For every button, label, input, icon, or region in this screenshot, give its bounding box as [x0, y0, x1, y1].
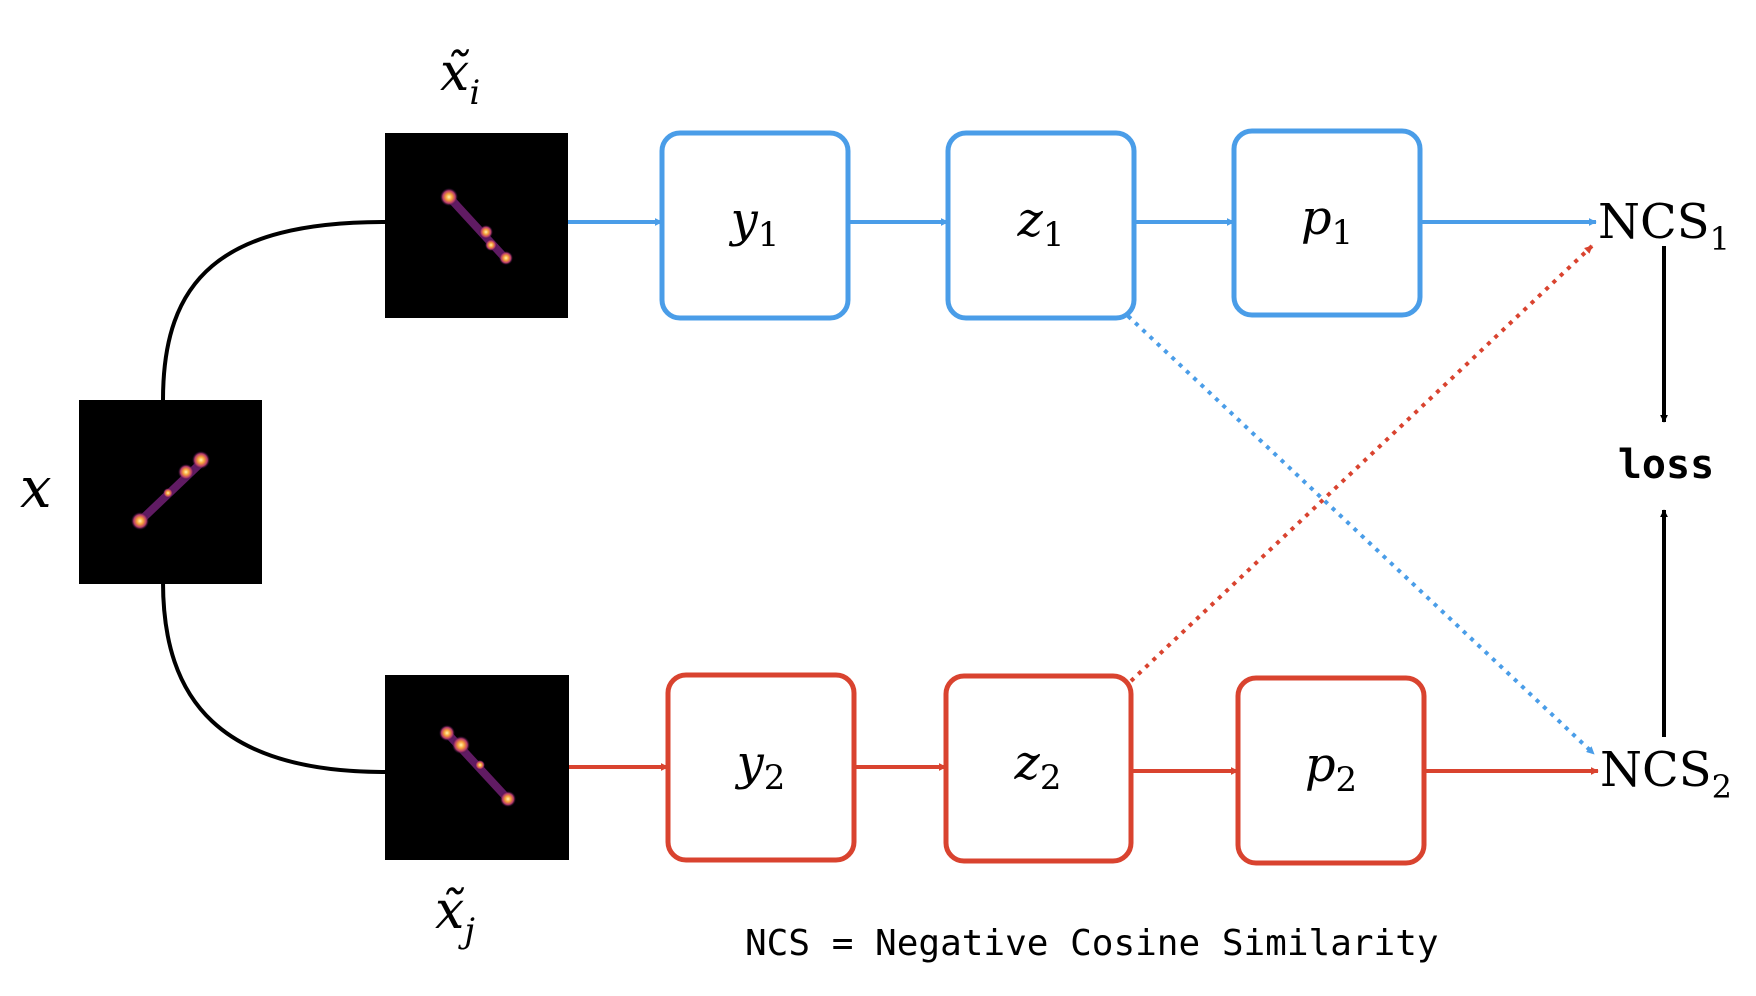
node-y1: y1: [659, 130, 851, 321]
view-top-label: x̃i: [440, 43, 480, 113]
node-p1-label: p1: [1301, 190, 1353, 253]
node-y1-label: y1: [729, 192, 780, 255]
augmented-view-bottom: [385, 675, 569, 860]
view-bottom-symbol: x̃: [435, 881, 465, 941]
view-bottom-label: x̃j: [435, 881, 475, 951]
node-p2-label: p2: [1305, 737, 1357, 800]
split-connector-top: [161, 220, 386, 401]
ncs2-label: NCS2: [1600, 742, 1732, 806]
augmented-view-top: [385, 133, 568, 318]
split-connector-bottom: [161, 581, 386, 774]
loss-label: loss: [1618, 442, 1714, 488]
cross-arrow-z1-to-ncs2: [1126, 314, 1596, 756]
node-z1-label: z1: [1017, 192, 1065, 255]
node-y2: y2: [665, 672, 857, 863]
node-y2-label: y2: [735, 735, 786, 798]
view-top-symbol: x̃: [440, 43, 470, 103]
input-image: [79, 400, 262, 584]
node-p2: p2: [1235, 675, 1427, 866]
legend-text: NCS = Negative Cosine Similarity: [745, 923, 1439, 964]
node-z2: z2: [943, 673, 1134, 864]
input-label: x: [20, 456, 52, 521]
node-z2-label: z2: [1014, 735, 1062, 798]
ncs1-label: NCS1: [1598, 194, 1730, 258]
view-top-subscript: i: [469, 73, 480, 113]
node-p1: p1: [1231, 128, 1423, 318]
node-z1: z1: [945, 130, 1137, 321]
